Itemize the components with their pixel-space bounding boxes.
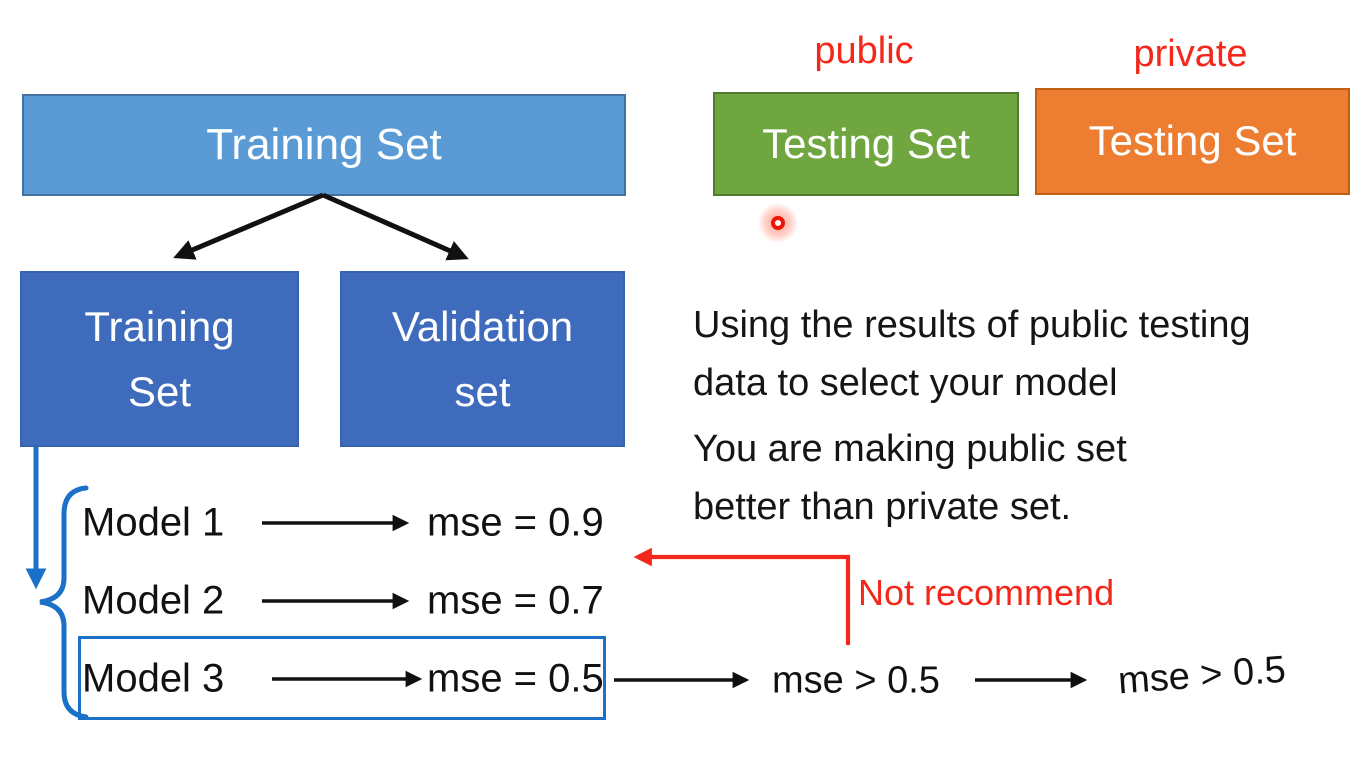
note-public-better-line2: better than private set. <box>693 486 1072 528</box>
model-1-mse: mse = 0.9 <box>427 500 604 545</box>
validation-set-label-line1: Validation <box>391 302 574 350</box>
public-testing-set-label: Testing Set <box>762 119 970 167</box>
public-testing-set-box: Testing Set <box>713 92 1019 196</box>
model-2-name: Model 2 <box>82 578 225 623</box>
model-3-mse: mse = 0.5 <box>427 656 604 701</box>
note-public-better-line1: You are making public set <box>693 428 1127 470</box>
training-set-box: Training Set <box>22 94 626 196</box>
split-arrow-left-icon <box>173 192 324 260</box>
model-3-name: Model 3 <box>82 656 225 701</box>
not-recommend-label: Not recommend <box>858 572 1115 613</box>
validation-set-box: Validation set <box>340 271 625 447</box>
note-select-model-line1: Using the results of public testing <box>693 304 1251 346</box>
note-select-model: Using the results of public testing data… <box>693 296 1251 412</box>
split-arrow-right-icon <box>321 192 469 261</box>
model-1-name: Model 1 <box>82 500 225 545</box>
private-label: private <box>1133 33 1248 75</box>
training-subset-box: Training Set <box>20 271 299 447</box>
training-subset-label-line2: Set <box>127 368 192 415</box>
public-mse-result: mse > 0.5 <box>772 659 940 702</box>
private-testing-set-label: Testing Set <box>1088 117 1297 165</box>
not-recommend-arrow-icon <box>633 547 851 645</box>
note-select-model-line2: data to select your model <box>693 362 1118 404</box>
validation-set-label-line2: set <box>454 368 511 415</box>
laser-pointer-dot-icon <box>771 216 785 230</box>
training-set-label: Training Set <box>206 120 442 170</box>
private-mse-result: mse > 0.5 <box>1116 648 1288 703</box>
public-label: public <box>814 30 914 72</box>
private-testing-set-box: Testing Set <box>1035 88 1350 195</box>
training-subset-label-line1: Training <box>84 302 235 350</box>
note-public-better: You are making public set better than pr… <box>693 420 1127 536</box>
model-2-mse: mse = 0.7 <box>427 578 604 623</box>
